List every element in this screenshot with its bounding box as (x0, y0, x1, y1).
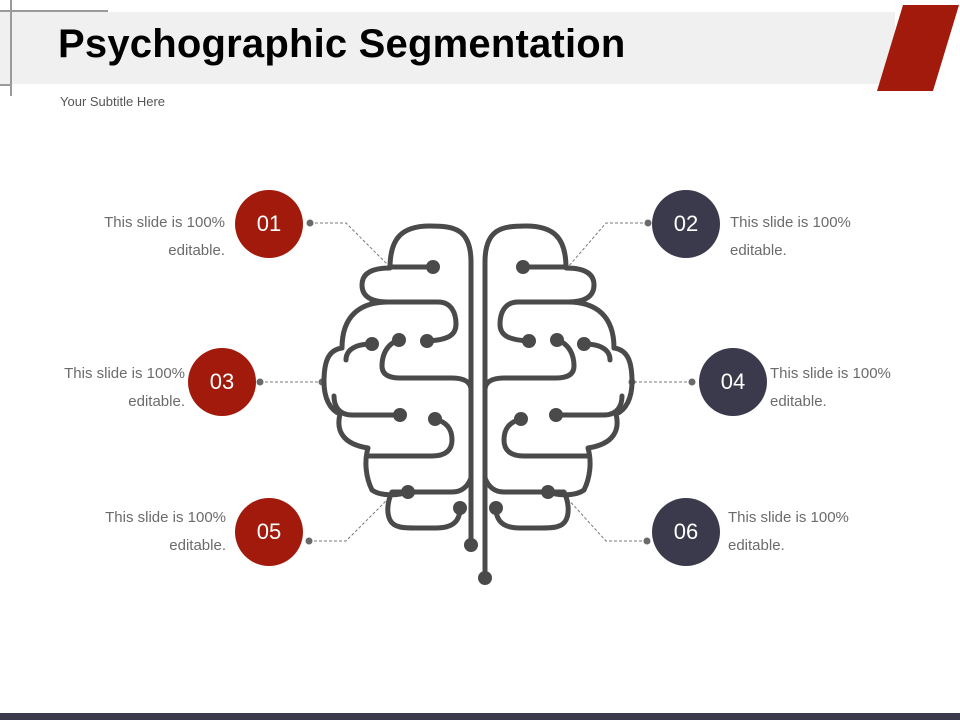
item-04-line1: This slide is 100% (770, 365, 891, 382)
item-04-text: This slide is 100% editable. (770, 360, 920, 416)
item-03-text: This slide is 100% editable. (35, 360, 185, 416)
badge-06: 06 (652, 498, 720, 566)
item-03-line2: editable. (128, 393, 185, 410)
badge-01: 01 (235, 190, 303, 258)
page-subtitle: Your Subtitle Here (60, 94, 166, 109)
badge-04: 04 (699, 348, 767, 416)
footer-bar (0, 713, 960, 720)
corner-frame-line (0, 10, 108, 12)
title-band (0, 12, 895, 84)
item-02-line1: This slide is 100% (730, 214, 851, 231)
accent-parallelogram (877, 5, 959, 91)
item-03-line1: This slide is 100% (64, 365, 185, 382)
page-title: Psychographic Segmentation (58, 22, 626, 66)
corner-frame-line (10, 0, 12, 96)
item-04-line2: editable. (770, 393, 827, 410)
item-05-line2: editable. (169, 537, 226, 554)
item-02-line2: editable. (730, 242, 787, 259)
item-05-text: This slide is 100% editable. (76, 504, 226, 560)
badge-05: 05 (235, 498, 303, 566)
badge-03: 03 (188, 348, 256, 416)
item-05-line1: This slide is 100% (105, 509, 226, 526)
item-06-line2: editable. (728, 537, 785, 554)
item-01-line2: editable. (168, 242, 225, 259)
item-06-text: This slide is 100% editable. (728, 504, 878, 560)
item-06-line1: This slide is 100% (728, 509, 849, 526)
item-02-text: This slide is 100% editable. (730, 209, 880, 265)
item-01-line1: This slide is 100% (104, 214, 225, 231)
corner-frame-line (0, 84, 12, 86)
item-01-text: This slide is 100% editable. (75, 209, 225, 265)
badge-02: 02 (652, 190, 720, 258)
